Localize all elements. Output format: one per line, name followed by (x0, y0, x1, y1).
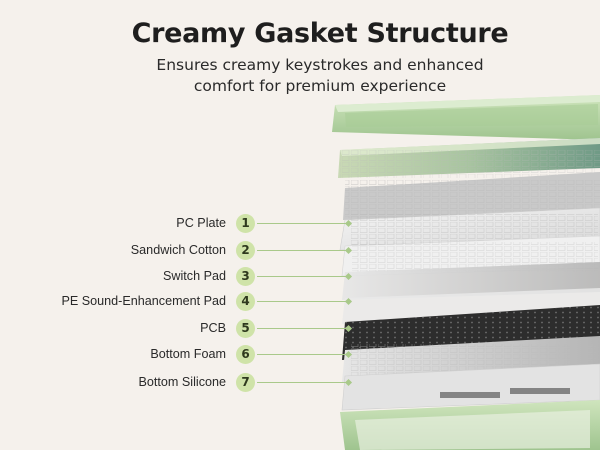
leader-dot (344, 219, 353, 227)
leader-dot (344, 246, 353, 254)
layer-number-badge: 3 (236, 266, 255, 286)
page-title: Creamy Gasket Structure (131, 18, 509, 49)
layer-row-pcb: PCB 5 (0, 318, 353, 338)
top-case (332, 95, 600, 140)
layer-row-bottom-foam: Bottom Foam 6 (0, 344, 353, 364)
layer-row-sandwich-cotton: Sandwich Cotton 2 (0, 240, 353, 260)
leader-line (257, 327, 347, 329)
leader-line (257, 275, 347, 277)
leader-dot (344, 378, 353, 386)
switch-pad-shape (342, 262, 600, 300)
layer-label: Switch Pad (163, 269, 226, 283)
leader-line (257, 300, 347, 302)
layer-number-badge: 1 (236, 213, 255, 233)
layer-number-badge: 4 (236, 291, 255, 311)
leader-line (257, 381, 347, 383)
layer-label: PCB (200, 321, 226, 335)
layer-row-bottom-silicone: Bottom Silicone 7 (0, 372, 353, 392)
layer-number-badge: 6 (236, 344, 255, 364)
layer-label: Bottom Foam (150, 347, 226, 361)
layer-label: Bottom Silicone (138, 375, 227, 389)
keycaps-layer (338, 138, 600, 178)
layer-label: Sandwich Cotton (130, 243, 226, 257)
layer-number-badge: 7 (236, 372, 255, 392)
layer-label: PE Sound-Enhancement Pad (61, 294, 226, 308)
leader-line (257, 249, 347, 251)
leader-dot (344, 297, 353, 305)
subtitle-line-1: Ensures creamy keystrokes and enhanced (156, 56, 484, 74)
layer-label: PC Plate (176, 216, 226, 230)
subtitle-line-2: comfort for premium experience (193, 77, 447, 95)
page-subtitle: Ensures creamy keystrokes and enhanced c… (0, 55, 600, 97)
bottom-silicone-shape (341, 363, 600, 411)
leader-dot (344, 324, 353, 332)
bottom-case (340, 400, 600, 450)
leader-line (257, 222, 347, 224)
layer-number-badge: 2 (236, 240, 255, 260)
layer-row-pc-plate: PC Plate 1 (0, 213, 353, 233)
layer-row-switch-pad: Switch Pad 3 (0, 266, 353, 286)
layer-row-pe-sound-enhancement-pad: PE Sound-Enhancement Pad 4 (0, 291, 353, 311)
layer-number-badge: 5 (236, 318, 255, 338)
leader-dot (344, 350, 353, 358)
leader-dot (344, 272, 353, 280)
leader-line (257, 353, 347, 355)
